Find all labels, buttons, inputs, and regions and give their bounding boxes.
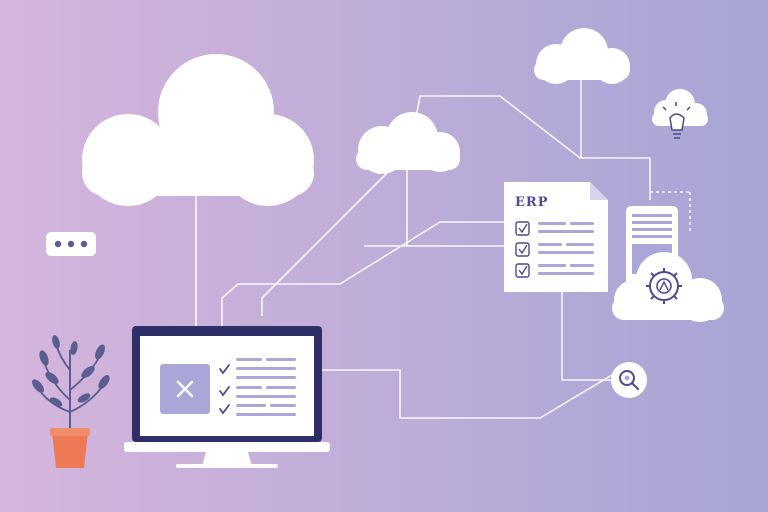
checkbox-2 [515, 242, 530, 257]
plant-pot [52, 432, 88, 468]
dialog-panel[interactable] [160, 364, 210, 414]
search-icon[interactable] [611, 362, 647, 398]
close-icon[interactable] [176, 380, 194, 398]
screen-checklist [219, 364, 230, 415]
medium-cloud [356, 112, 460, 174]
screen-lines [236, 358, 296, 416]
monitor [124, 326, 330, 468]
lightbulb-icon [662, 102, 691, 139]
erp-document: ERP [504, 182, 608, 292]
potted-plant [32, 335, 110, 468]
erp-lines [538, 222, 594, 275]
large-cloud [82, 54, 314, 206]
erp-title: ERP [515, 195, 549, 210]
more-dots-icon[interactable] [46, 232, 96, 256]
top-cloud [534, 28, 630, 84]
gear-cloud [612, 252, 724, 322]
gear-icon[interactable] [646, 268, 682, 304]
checkbox-1 [515, 221, 530, 236]
erp-checklist [515, 221, 530, 278]
checkbox-3 [515, 263, 530, 278]
